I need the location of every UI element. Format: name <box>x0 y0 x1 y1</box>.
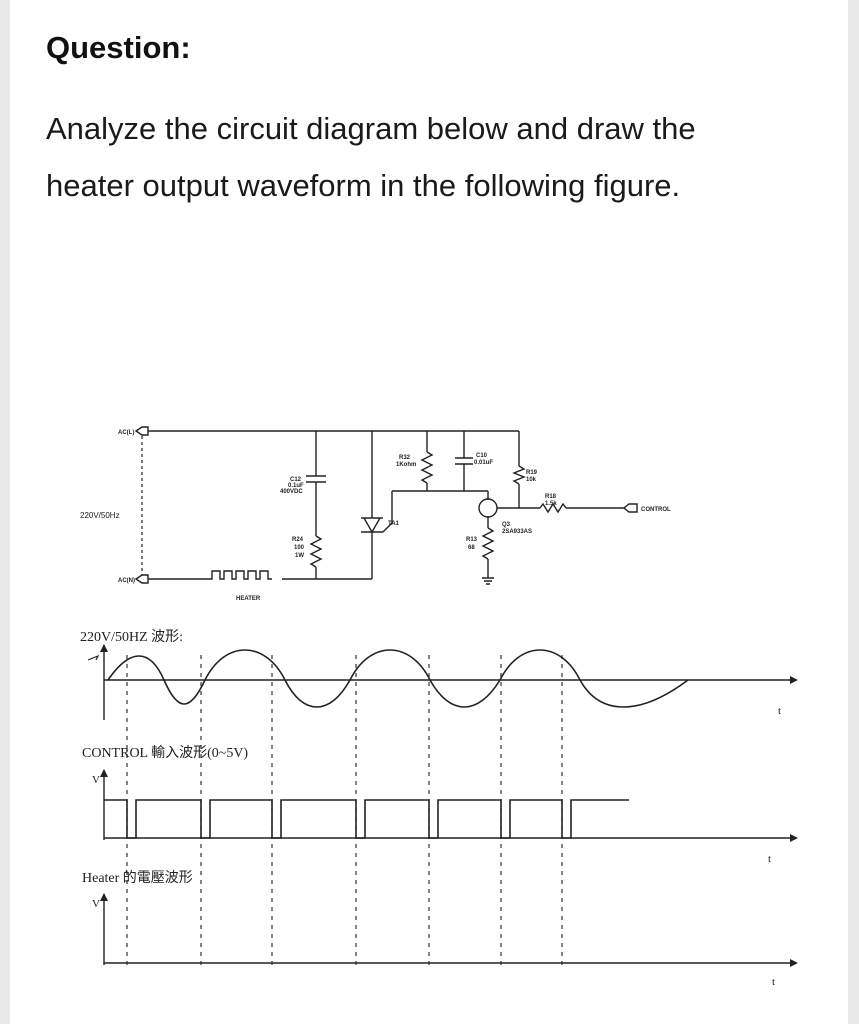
q3-part: 2SA933AS <box>502 529 532 535</box>
ac-t-label: t <box>778 705 781 717</box>
control-t-label: t <box>768 853 771 865</box>
heater-t-axis-arrow-icon <box>790 959 798 967</box>
control-v-label: V <box>92 774 100 786</box>
heater-v-label: V <box>92 898 100 910</box>
ac-n-terminal <box>134 574 149 584</box>
heater-waveform-label: Heater 的電壓波形 <box>82 870 193 886</box>
ground-icon <box>482 577 494 585</box>
supply-label: 220V/50Hz <box>80 511 120 520</box>
r32-value: 1Kohm <box>396 462 416 468</box>
r13-resistor <box>481 527 495 560</box>
ac-l-label: AC(L) <box>118 430 134 436</box>
ac-v-axis-arrow-icon <box>100 644 108 652</box>
triac-gate <box>382 522 393 533</box>
c10-value: 0.01uF <box>474 460 493 466</box>
r32-resistor <box>420 451 434 484</box>
heater-label: HEATER <box>236 596 261 602</box>
r19-resistor <box>512 465 526 485</box>
triac-label: TA1 <box>388 521 400 527</box>
circuit-diagram <box>134 426 638 585</box>
c12-label: C12 <box>290 477 302 483</box>
r24-value: 100 <box>294 545 305 551</box>
ac-waveform-panel: 220V/50HZ 波形: t <box>80 629 798 720</box>
question-body: Analyze the circuit diagram below and dr… <box>46 111 696 203</box>
control-waveform-label: CONTROL 輸入波形(0~5V) <box>82 745 248 761</box>
ac-l-terminal <box>134 426 149 436</box>
control-t-axis-arrow-icon <box>790 834 798 842</box>
heater-element <box>208 570 272 580</box>
r13-label: R13 <box>466 537 478 543</box>
r19-value: 10k <box>526 477 537 483</box>
triac-symbol <box>361 517 383 534</box>
ac-axis-mark <box>87 654 100 661</box>
control-terminal <box>622 503 638 513</box>
r24-power: 1W <box>295 553 304 559</box>
heater-v-axis-arrow-icon <box>100 893 108 901</box>
r24-resistor <box>309 535 323 568</box>
r24-label: R24 <box>292 537 304 543</box>
q3-transistor <box>478 498 498 518</box>
ac-waveform-label: 220V/50HZ 波形: <box>80 629 183 645</box>
ac-t-axis-arrow-icon <box>790 676 798 684</box>
r18-resistor <box>539 502 567 514</box>
r32-label: R32 <box>399 455 411 461</box>
control-square-wave <box>104 799 629 839</box>
c10-label: C10 <box>476 453 488 459</box>
control-waveform-panel: CONTROL 輸入波形(0~5V) V t <box>82 745 798 865</box>
ac-sine-wave <box>107 649 689 708</box>
q3-label: Q3 <box>502 522 511 528</box>
ac-n-label: AC(N) <box>118 578 135 584</box>
c12-value: 0.1uF <box>288 483 304 489</box>
heater-waveform-panel: Heater 的電壓波形 V t <box>82 870 798 988</box>
r18-value: 1.5k <box>545 501 557 507</box>
timing-guides <box>126 655 563 965</box>
control-v-axis-arrow-icon <box>100 769 108 777</box>
heater-t-label: t <box>772 976 775 988</box>
r18-label: R18 <box>545 494 557 500</box>
c12-voltage: 400VDC <box>280 489 303 495</box>
control-label: CONTROL <box>641 507 671 513</box>
r19-label: R19 <box>526 470 538 476</box>
question-title: Question: <box>46 30 191 65</box>
r13-value: 68 <box>468 545 475 551</box>
circuit-labels: AC(L) AC(N) 220V/50Hz HEATER C12 0.1uF 4… <box>80 430 671 602</box>
